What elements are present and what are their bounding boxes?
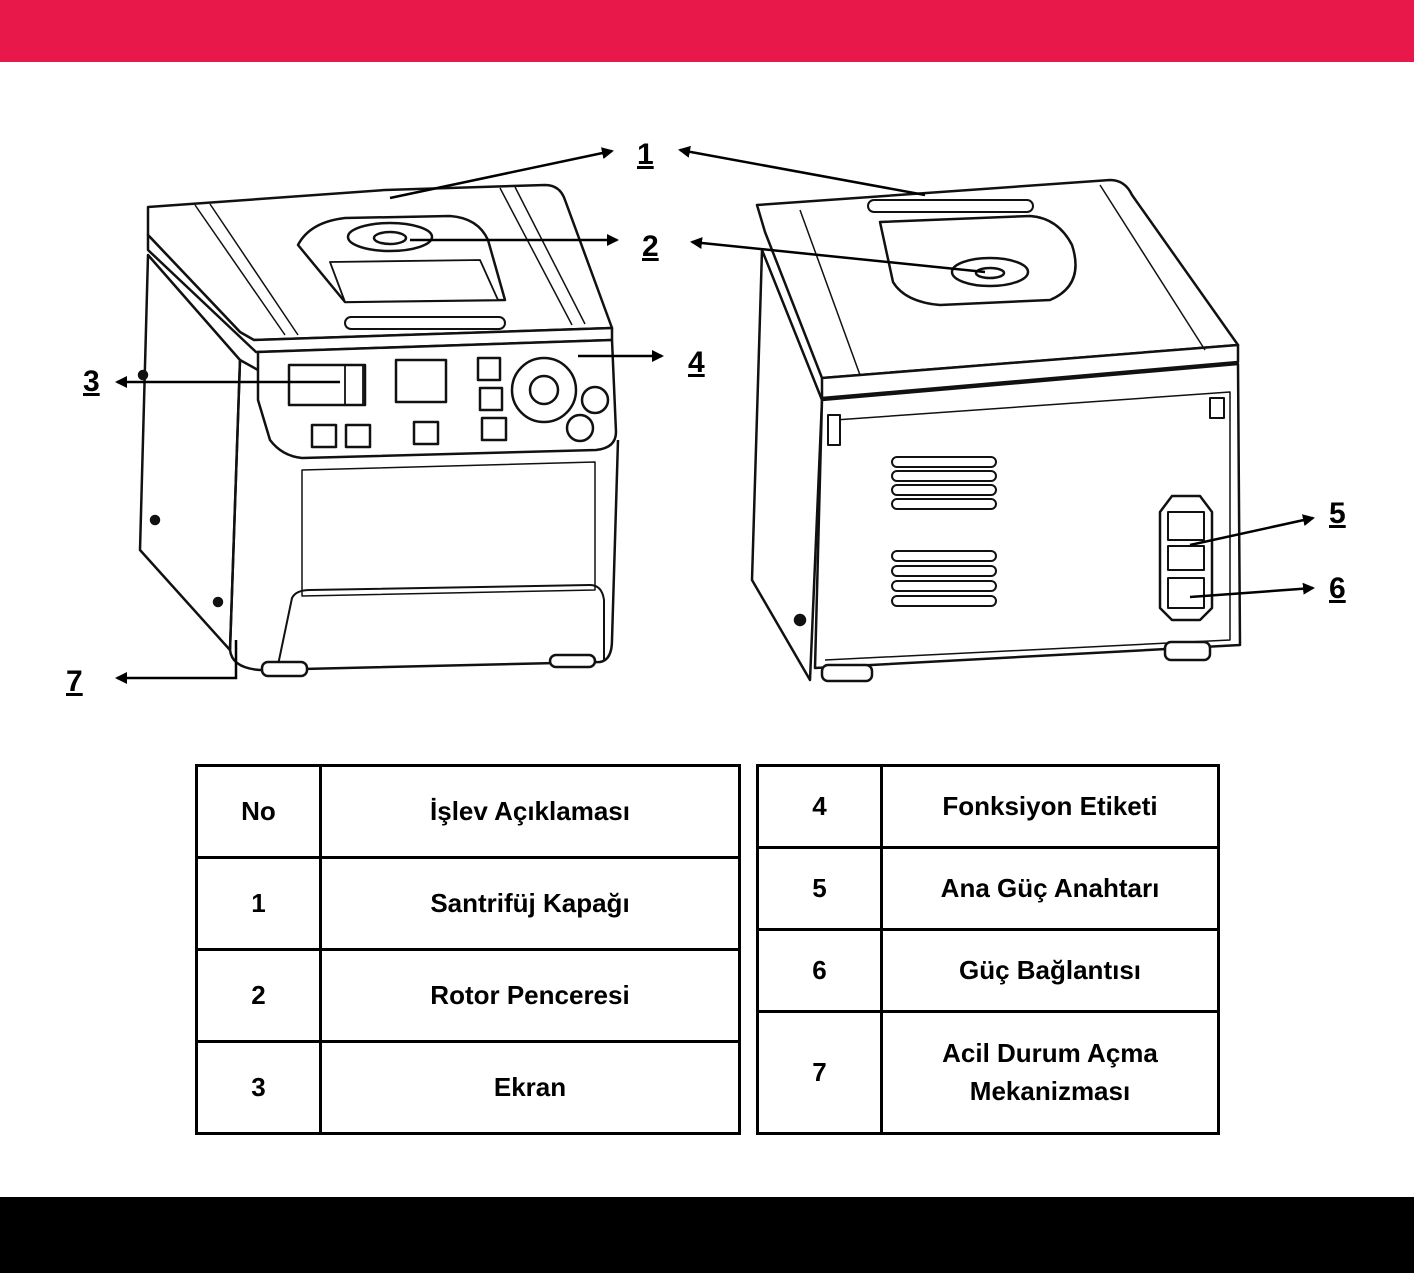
centrifuge-front-view [137,183,620,678]
legend-header-row: No İşlev Açıklaması [195,764,741,859]
arrow-2-rear [690,237,986,274]
centrifuge-rear-view [750,178,1242,683]
legend-row: 2 Rotor Penceresi [195,948,741,1043]
legend-table-right: 4 Fonksiyon Etiketi 5 Ana Güç Anahtarı 6… [756,764,1220,1135]
callout-5: 5 [1329,497,1346,530]
legend-row: 1 Santrifüj Kapağı [195,856,741,951]
legend-row-number: 6 [756,928,883,1013]
callout-3: 3 [83,365,100,398]
bottom-color-bar [0,1197,1414,1273]
legend-row-number: 5 [756,846,883,931]
legend-row: 6 Güç Bağlantısı [756,928,1220,1013]
legend-row-description: Güç Bağlantısı [880,928,1220,1013]
centrifuge-illustration [115,145,1315,684]
legend-row: 7 Acil Durum Açma Mekanizması [756,1010,1220,1135]
legend-table-left: No İşlev Açıklaması 1 Santrifüj Kapağı 2… [195,764,741,1135]
callout-7: 7 [66,665,83,698]
legend-row-description: Rotor Penceresi [319,948,741,1043]
callout-6: 6 [1329,572,1346,605]
centrifuge-diagram [0,62,1414,762]
legend-row-number: 3 [195,1040,322,1135]
header-description: İşlev Açıklaması [319,764,741,859]
legend-row-number: 1 [195,856,322,951]
top-color-bar [0,0,1414,62]
arrow-6 [1189,582,1315,599]
arrow-1-front [389,147,614,200]
legend-row: 5 Ana Güç Anahtarı [756,846,1220,931]
callout-4: 4 [688,346,705,379]
legend-row-number: 7 [756,1010,883,1135]
legend-row-description: Ekran [319,1040,741,1135]
legend-row-description: Acil Durum Açma Mekanizması [880,1010,1220,1135]
callout-2: 2 [642,230,659,263]
arrow-1-rear [678,145,926,197]
legend-row-description: Fonksiyon Etiketi [880,764,1220,849]
legend-row: 4 Fonksiyon Etiketi [756,764,1220,849]
callout-arrows [115,145,1315,684]
legend-row-description: Ana Güç Anahtarı [880,846,1220,931]
legend-row-description: Santrifüj Kapağı [319,856,741,951]
legend-row-number: 2 [195,948,322,1043]
header-no: No [195,764,322,859]
callout-1: 1 [637,138,654,171]
legend-row: 3 Ekran [195,1040,741,1135]
arrow-5 [1189,514,1315,547]
legend-row-number: 4 [756,764,883,849]
arrow-7 [115,640,238,684]
